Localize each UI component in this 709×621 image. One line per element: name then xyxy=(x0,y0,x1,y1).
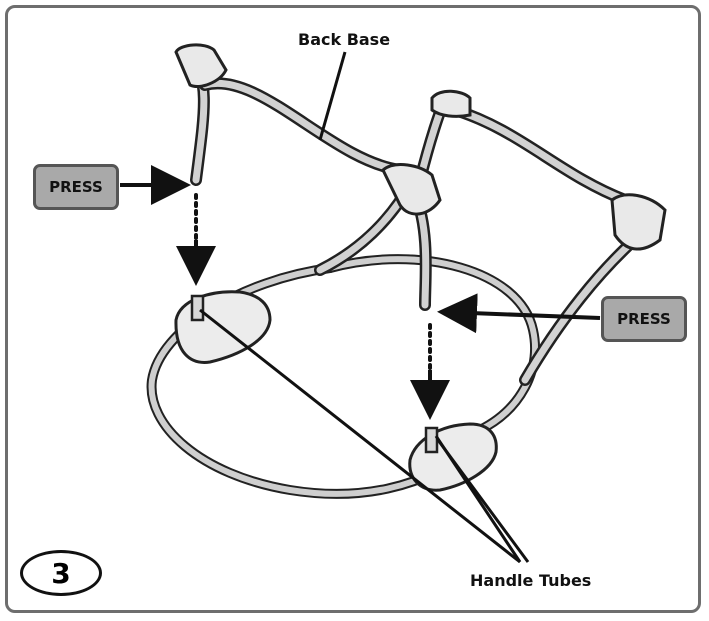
handle-tubes-label: Handle Tubes xyxy=(470,571,592,590)
diagram-frame xyxy=(5,5,701,613)
corner-caps xyxy=(174,43,667,251)
back-base-label: Back Base xyxy=(298,30,391,49)
press-label-left: PRESS xyxy=(33,164,119,210)
press-arrows xyxy=(120,165,601,334)
insertion-arrows xyxy=(176,193,450,420)
leader-lines xyxy=(199,51,530,564)
press-label-right: PRESS xyxy=(601,296,687,342)
base-sockets xyxy=(174,290,498,492)
step-number-badge: 3 xyxy=(20,550,102,596)
